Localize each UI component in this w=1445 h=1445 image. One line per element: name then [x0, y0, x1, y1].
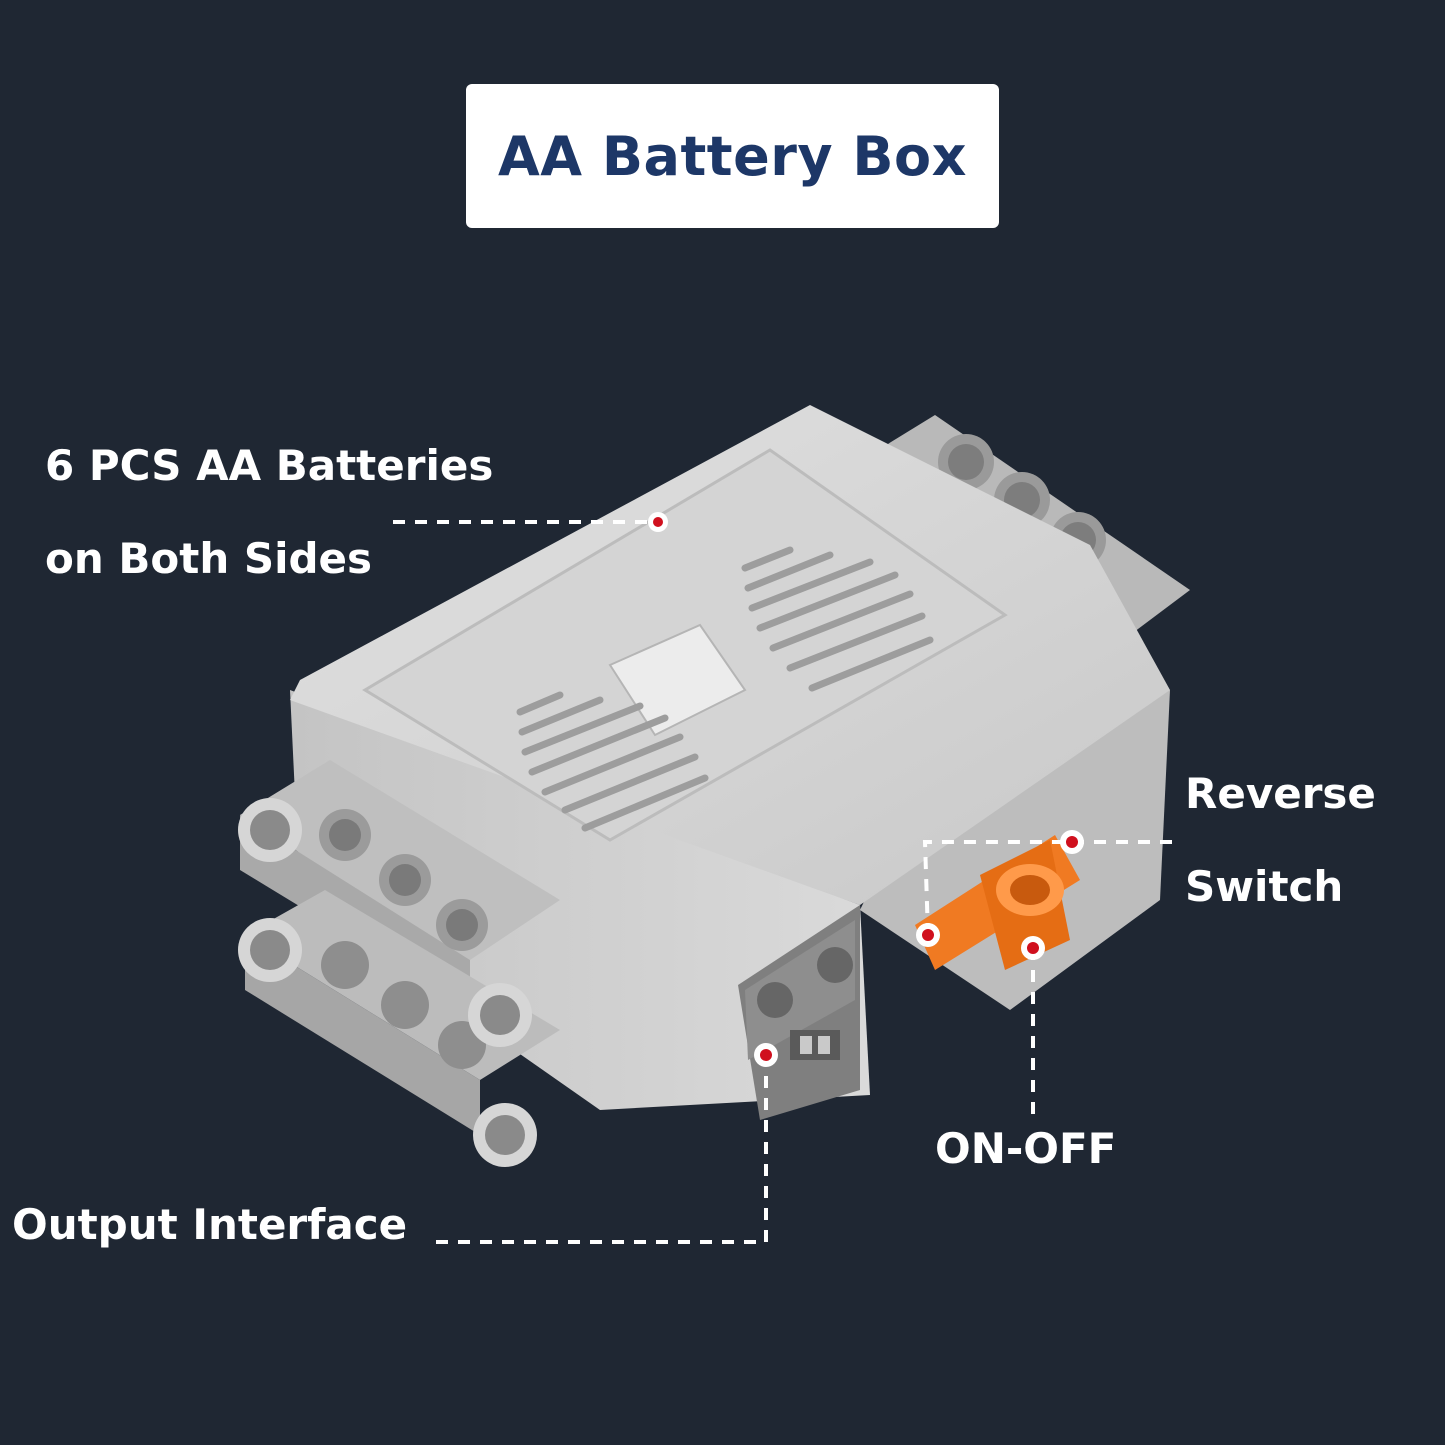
- marker-dots: [648, 512, 1084, 1067]
- page-title: AA Battery Box: [498, 124, 967, 188]
- leader-line-switch-left: [922, 840, 1072, 936]
- label-batteries-line1: 6 PCS AA Batteries: [45, 441, 494, 490]
- orange-switch: [915, 835, 1080, 970]
- label-on-off: ON-OFF: [935, 1124, 1117, 1173]
- leader-line-output: [436, 1055, 768, 1244]
- label-reverse-line1: Reverse: [1185, 769, 1376, 818]
- label-output-interface: Output Interface: [12, 1200, 408, 1249]
- front-technic-beams: [238, 760, 560, 1167]
- label-batteries-line2: on Both Sides: [45, 534, 373, 583]
- title-box: AA Battery Box: [466, 84, 999, 228]
- label-reverse-line2: Switch: [1185, 862, 1344, 911]
